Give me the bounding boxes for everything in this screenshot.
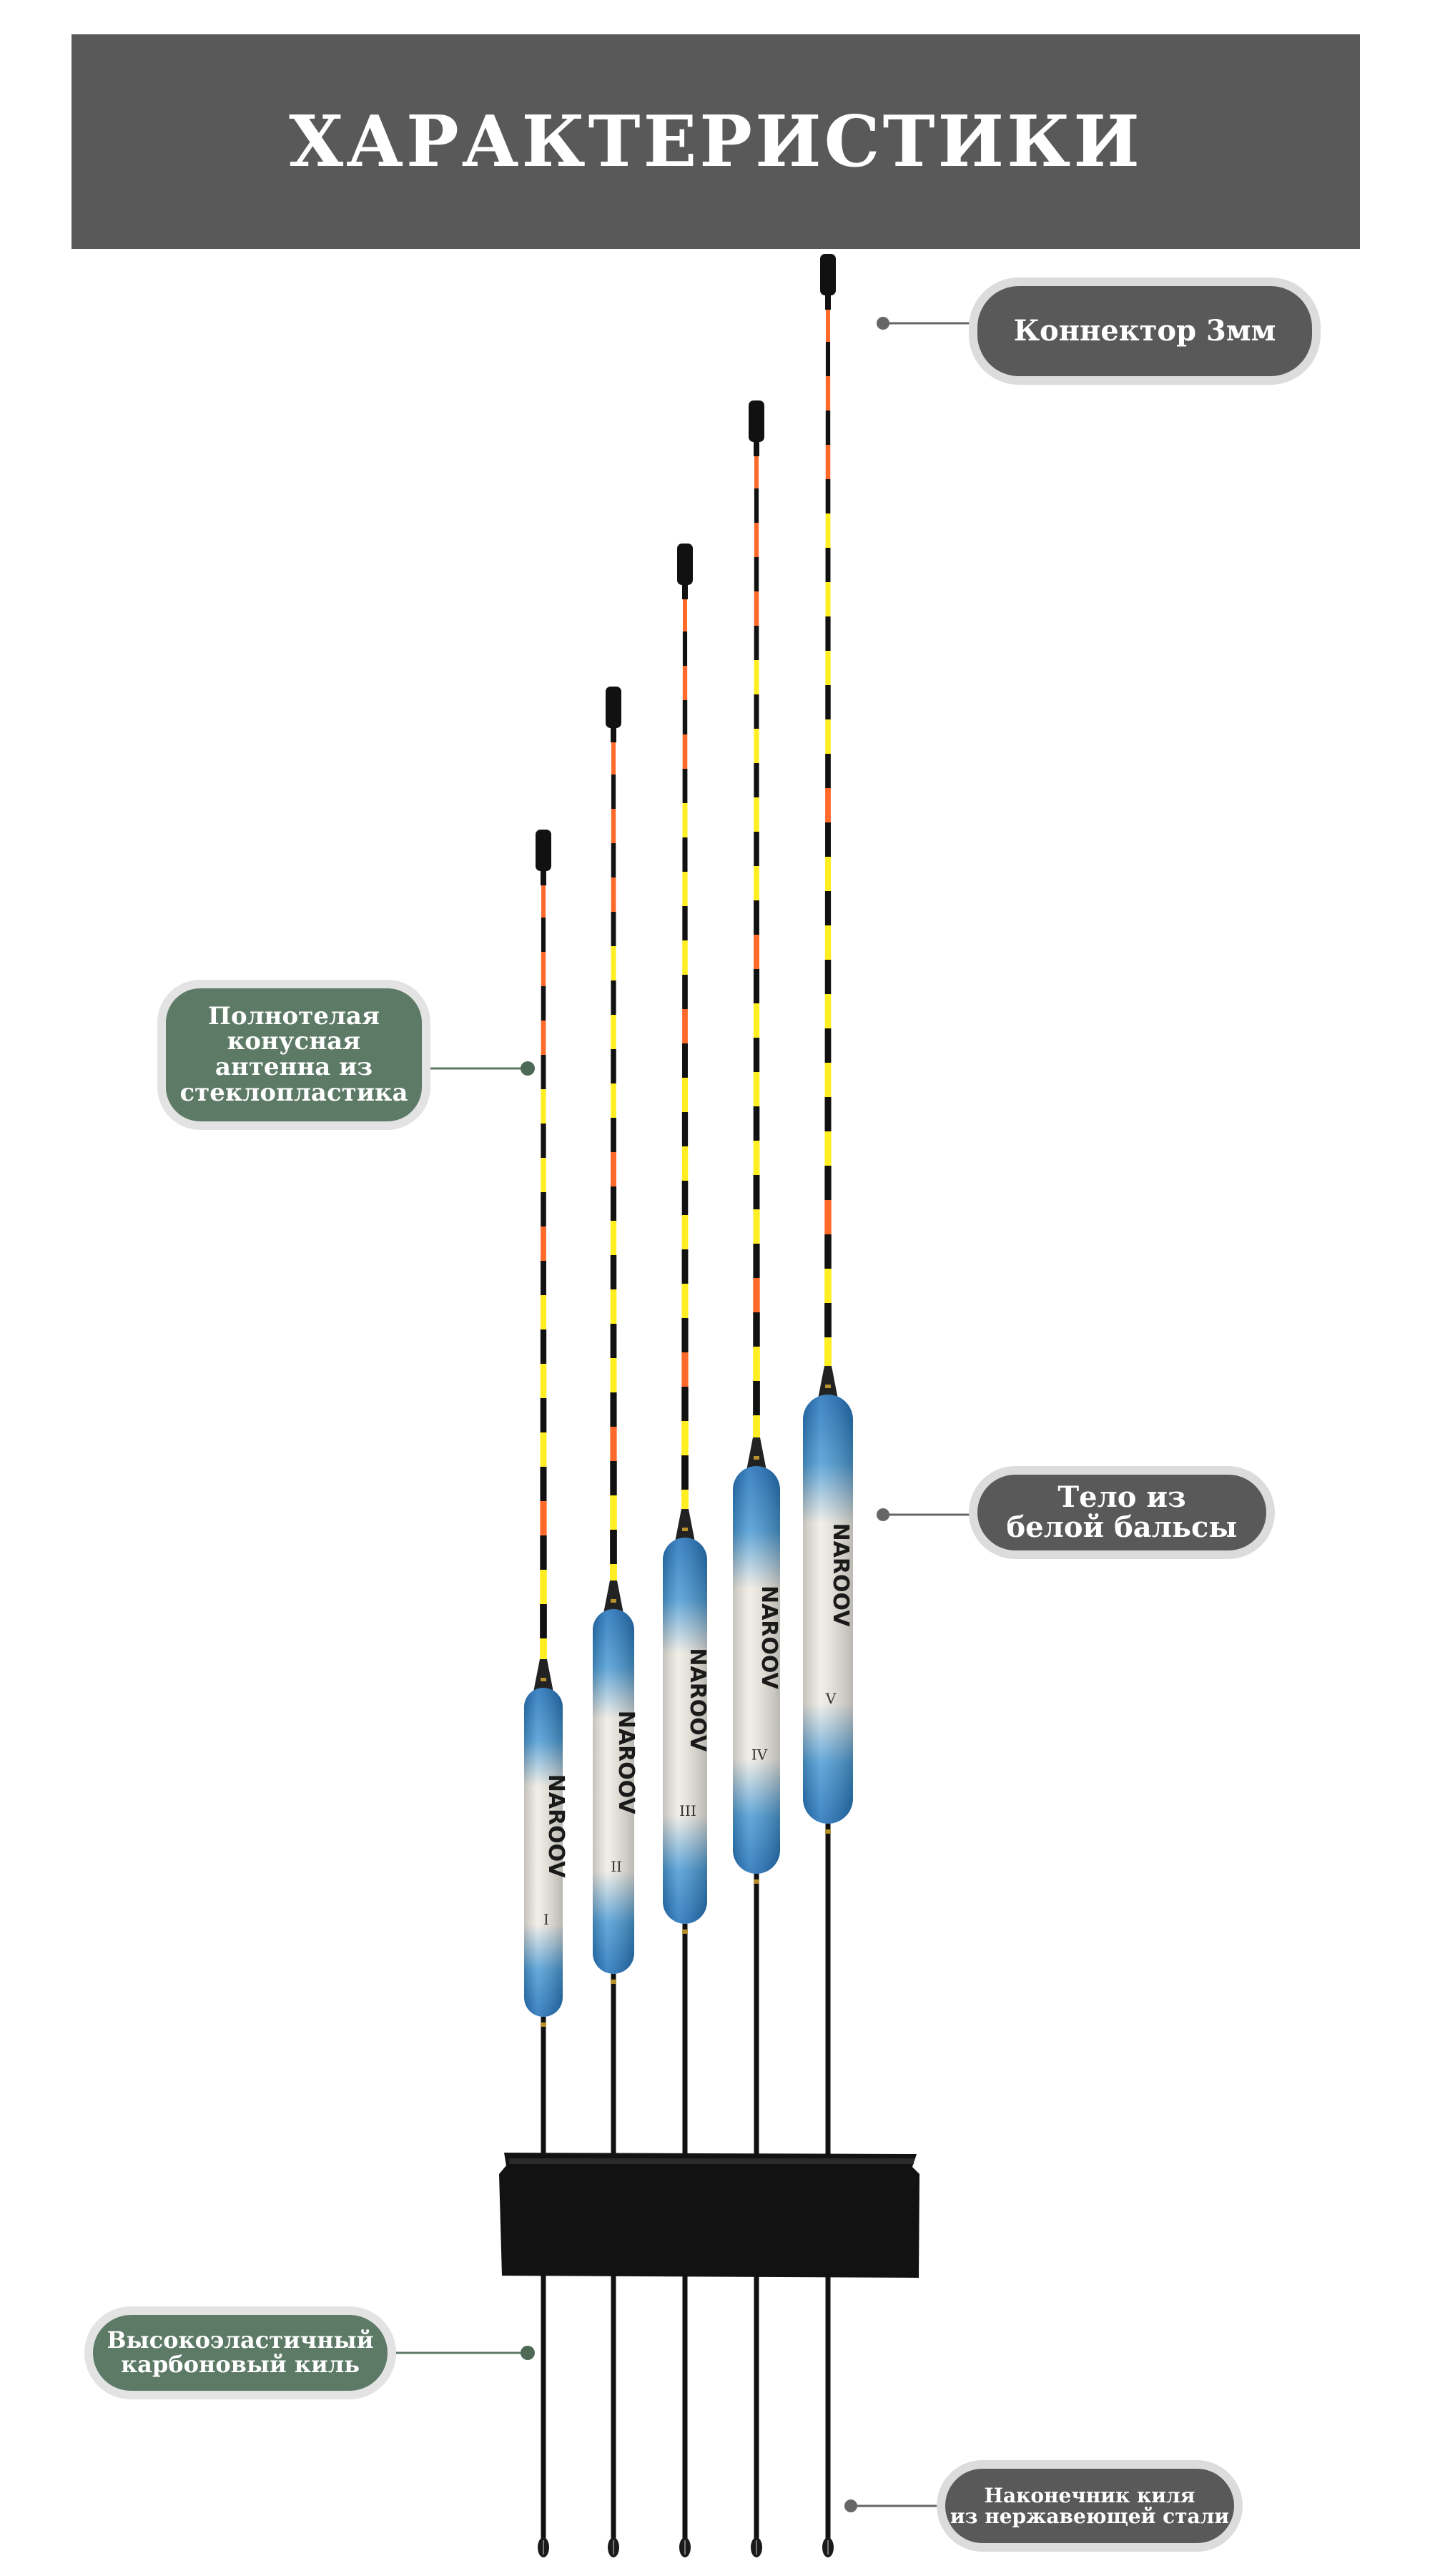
float-2: NAROOV II — [593, 687, 638, 2156]
float-numeral: III — [679, 1802, 696, 1819]
callout-antenna: Полнотелая конусная антенна из стеклопла… — [157, 980, 430, 1130]
callout-connector: Коннектор 3мм — [969, 277, 1321, 385]
float-3: NAROOV III — [663, 544, 710, 2156]
connector-cap — [749, 400, 764, 442]
keel-3 — [679, 2274, 691, 2557]
tip-dot — [844, 2499, 857, 2512]
brand-label: NAROOV — [613, 1711, 638, 1815]
keel-1 — [538, 2274, 549, 2557]
antenna-dot — [521, 1061, 535, 1076]
connector-cap — [677, 544, 693, 585]
float-numeral: I — [543, 1911, 549, 1928]
body-dot — [877, 1508, 889, 1521]
keel-2 — [608, 2274, 619, 2557]
antenna — [824, 308, 832, 1366]
antenna — [540, 883, 547, 1659]
keel-dot — [521, 2346, 535, 2360]
float-4: NAROOV IV — [733, 400, 781, 2156]
connector-cap — [820, 254, 836, 295]
float-1: NAROOV I — [524, 830, 568, 2156]
float-5: NAROOV V — [803, 254, 853, 2156]
keel-5 — [822, 2274, 834, 2557]
page-header: ХАРАКТЕРИСТИКИ — [72, 34, 1360, 249]
callout-body: Тело из белой бальсы — [969, 1466, 1275, 1559]
connector-cap — [606, 687, 621, 728]
callout-keel: Высокоэластичный карбоновый киль — [84, 2306, 396, 2399]
page-title: ХАРАКТЕРИСТИКИ — [289, 100, 1143, 183]
brand-label: NAROOV — [756, 1586, 781, 1690]
brand-label: NAROOV — [543, 1774, 568, 1879]
antenna — [610, 740, 617, 1580]
float-numeral: V — [825, 1690, 837, 1707]
connector-dot — [877, 317, 889, 330]
connector-cap — [536, 830, 551, 871]
antenna — [681, 597, 689, 1509]
callout-tip: Наконечник киля из нержавеющей стали — [937, 2460, 1243, 2552]
float-stand — [499, 2153, 919, 2278]
brand-label: NAROOV — [828, 1523, 853, 1628]
float-numeral: II — [611, 1858, 622, 1875]
keel-4 — [751, 2274, 762, 2557]
antenna — [753, 454, 760, 1437]
float-numeral: IV — [751, 1746, 768, 1763]
brand-label: NAROOV — [685, 1648, 710, 1752]
